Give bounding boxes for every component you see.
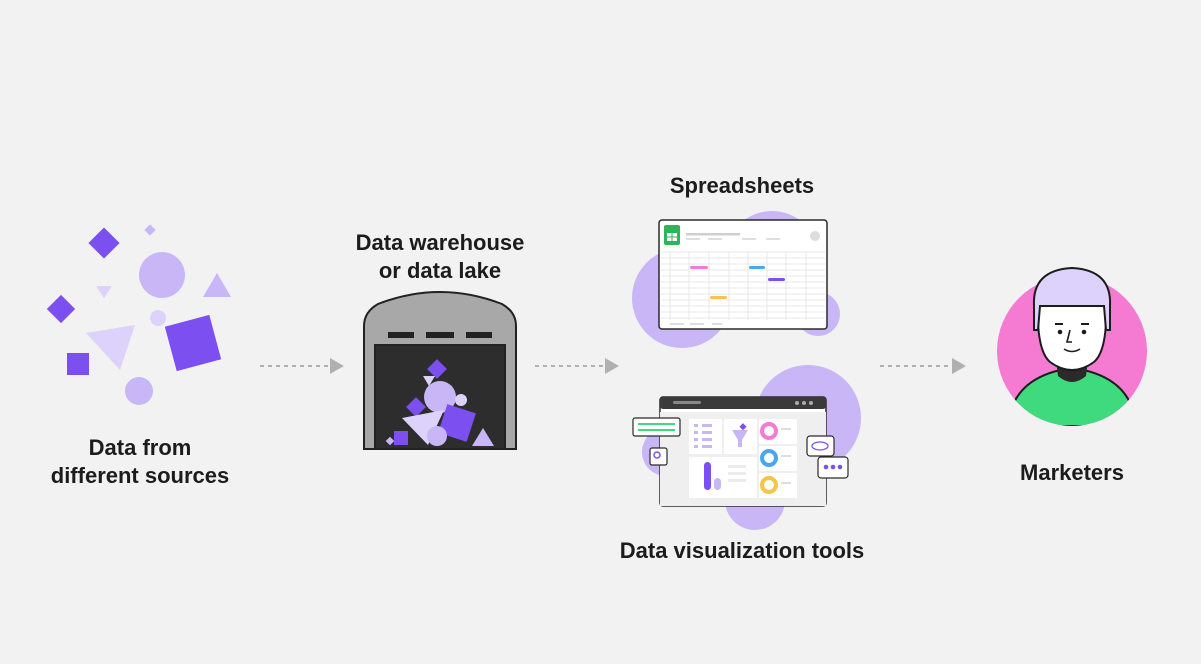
warehouse-icon	[363, 291, 517, 450]
label-data-sources: Data from different sources	[50, 435, 230, 488]
marketer-avatar-icon	[997, 266, 1147, 426]
label-data-visualization-tools: Data visualization tools	[619, 538, 865, 563]
data-sources-shapes-icon	[46, 224, 231, 405]
spreadsheet-icon	[632, 211, 840, 348]
label-spreadsheets: Spreadsheets	[669, 173, 815, 198]
label-data-warehouse: Data warehouse or data lake	[355, 230, 525, 283]
dashboard-icon	[632, 365, 861, 530]
label-marketers: Marketers	[1020, 460, 1124, 485]
